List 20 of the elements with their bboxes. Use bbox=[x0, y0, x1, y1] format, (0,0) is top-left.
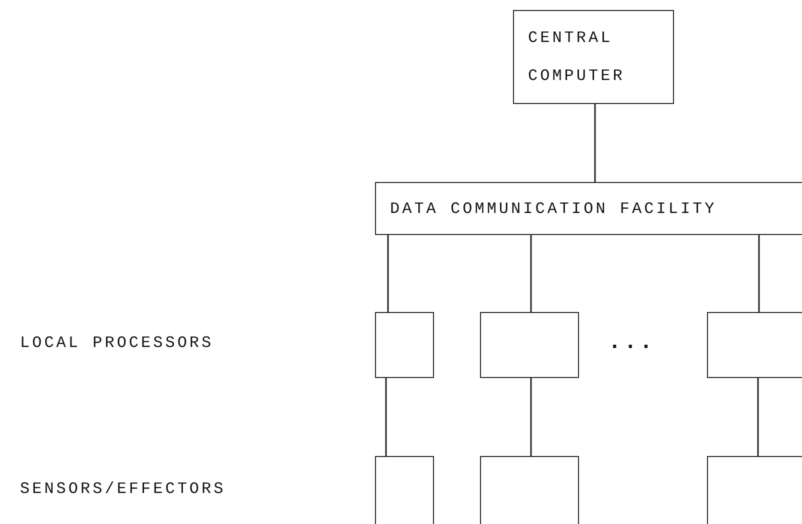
row-label: LOCAL PROCESSORS bbox=[20, 334, 214, 352]
empty-box bbox=[375, 312, 434, 378]
box-label: DATA COMMUNICATION FACILITY bbox=[390, 198, 717, 220]
row-label: SENSORS/EFFECTORS bbox=[20, 480, 226, 498]
process-box bbox=[513, 10, 674, 104]
connector-line bbox=[530, 235, 532, 312]
empty-box bbox=[707, 312, 802, 378]
empty-box bbox=[480, 456, 579, 524]
empty-box bbox=[707, 456, 802, 524]
row-label: ... bbox=[608, 330, 656, 355]
box-label: CENTRAL COMPUTER bbox=[528, 28, 626, 87]
connector-line bbox=[757, 378, 759, 456]
connector-line bbox=[758, 235, 760, 312]
empty-box bbox=[480, 312, 579, 378]
process-box bbox=[375, 182, 802, 235]
connector-line bbox=[594, 104, 596, 182]
connector-line bbox=[385, 378, 387, 456]
connector-line bbox=[530, 378, 532, 456]
empty-box bbox=[375, 456, 434, 524]
connector-line bbox=[387, 235, 389, 312]
